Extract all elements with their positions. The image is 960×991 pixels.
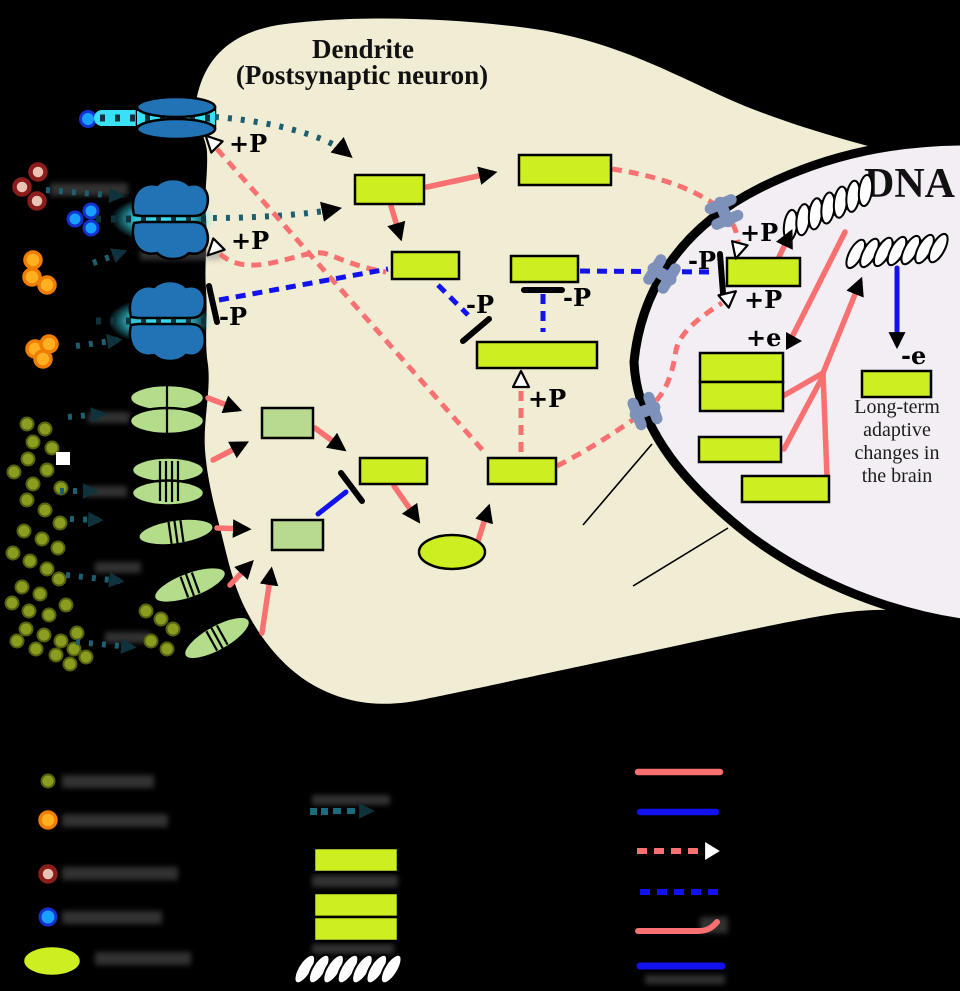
plus-e-arrowhead: [786, 332, 802, 350]
ion-channel-receptor: [94, 95, 217, 141]
gpcr-receptor-upper: [96, 177, 215, 261]
gpcr-receptor-lower: [96, 279, 212, 363]
legend-red-dashed-arrow: [637, 838, 724, 864]
signaling-boxes: [260, 153, 613, 571]
legend-dotted-arrow: [310, 803, 375, 819]
nucleus-content: DNA Long-term adaptive changes in the br…: [697, 161, 956, 504]
legend-opioid-dot: [38, 864, 58, 884]
opioid-peptide-dots: [12, 162, 48, 211]
outcome-line-1: Long-term: [854, 396, 940, 418]
inhibition-solid: [315, 470, 365, 517]
minus-p-mark: -P: [466, 290, 494, 319]
hidden-label-smudges: [50, 183, 728, 984]
legend-box-stack-top: [312, 891, 400, 919]
title-line-1: Dendrite: [312, 34, 414, 64]
plus-e-mark: +e: [746, 323, 781, 352]
nucleus-box-stack-top: [698, 351, 785, 384]
legend-protein-ellipse: [21, 944, 83, 978]
minus-p-mark: -P: [219, 302, 247, 331]
pale-box-1: [260, 406, 315, 440]
nucleus-box-creb: [725, 256, 802, 288]
plus-p-mark: +P: [740, 218, 778, 247]
plus-p-mark: +P: [744, 285, 782, 314]
nucleus-box-4: [740, 474, 831, 504]
plus-p-mark: +P: [231, 226, 269, 255]
glutamate-molecule-cluster: [4, 416, 181, 672]
activation-arrows: [205, 166, 498, 636]
nucleus-box-repressed-gene: [860, 369, 933, 399]
blue-ligand-dots: [66, 202, 100, 237]
pale-box-2: [270, 518, 325, 552]
legend-glutamate-dot: [40, 773, 56, 789]
outcome-line-4: the brain: [862, 465, 933, 487]
signal-box-camk: [353, 173, 426, 206]
outcome-line-3: changes in: [855, 442, 940, 464]
nmda-receptor: [128, 383, 206, 436]
ampa-receptor: [130, 456, 206, 507]
signal-box-center: [486, 456, 558, 486]
neurotransmitter-molecules: [12, 110, 100, 369]
nucleus-box-stack-bottom: [698, 380, 785, 413]
minus-p-mark: -P: [688, 246, 716, 275]
phospho-marks: +P +P -P -P -P +P +P -P +P +e -e: [219, 129, 926, 413]
legend-red-kinked-line: [635, 919, 720, 934]
orange-ligand-dots: [22, 250, 59, 369]
release-arrows: [45, 187, 137, 654]
inhibition-paths: [206, 251, 726, 344]
mglur-receptor-2: [152, 565, 228, 605]
dna-label: DNA: [864, 161, 956, 207]
white-marker-square: [56, 452, 70, 465]
plus-p-mark: +P: [229, 129, 267, 158]
plus-p-mark: +P: [528, 384, 566, 413]
glutamate-receptors: [128, 383, 252, 661]
pore-leader-line-2: [632, 527, 729, 587]
signal-box-wide: [475, 340, 599, 370]
calcium-influx-paths: [212, 114, 353, 222]
nucleus-box-3: [697, 435, 783, 464]
legend-box-single: [312, 846, 400, 874]
minus-e-mark: -e: [901, 341, 926, 370]
outcome-line-2: adaptive: [863, 419, 931, 441]
mglur-receptor-1: [137, 517, 215, 547]
pore-leader-line-1: [582, 443, 653, 526]
signal-box-left-mid: [390, 250, 461, 281]
signal-box-mid: [509, 254, 580, 284]
phosphorylation-paths: [215, 147, 741, 469]
signal-ellipse: [417, 533, 487, 571]
legend-blue-dot: [38, 907, 58, 927]
legend-box-stack-bottom: [312, 915, 400, 943]
legend-orange-dot: [38, 810, 58, 830]
mglur-receptor-3: [182, 615, 252, 661]
minus-p-mark: -P: [563, 283, 591, 312]
signal-box-lower-left: [358, 456, 429, 486]
signal-box-top: [517, 153, 613, 187]
legend: [21, 768, 726, 988]
title-line-2: (Postsynaptic neuron): [236, 60, 488, 90]
